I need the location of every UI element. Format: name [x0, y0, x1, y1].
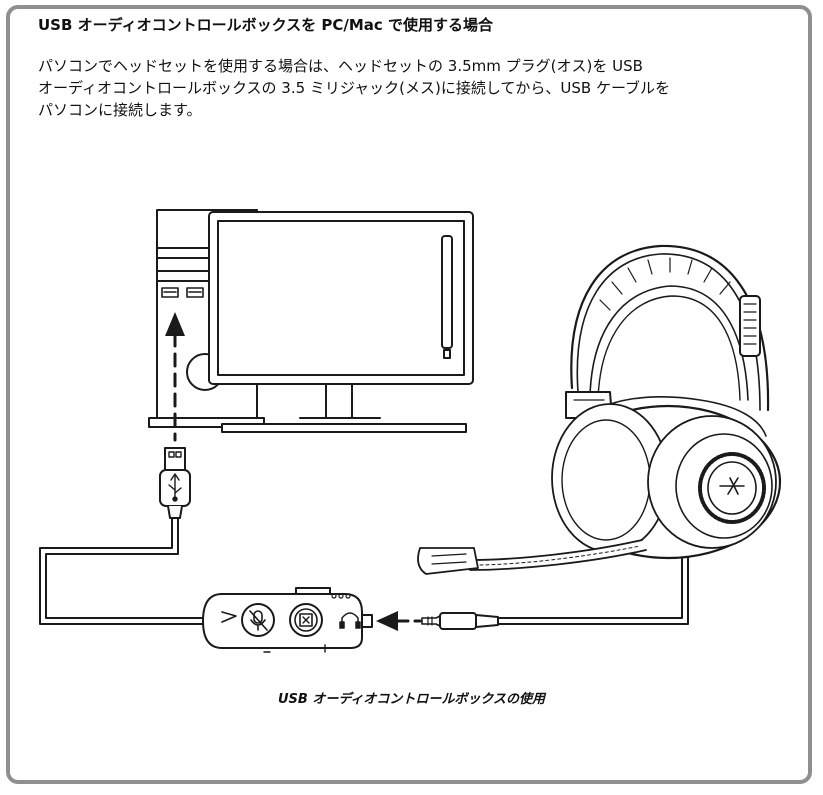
mode-button: [289, 603, 323, 637]
usb-plug: [159, 447, 191, 519]
status-leds: [331, 593, 351, 599]
brand-logo-icon: [221, 611, 237, 623]
instruction-line-3: パソコンに接続します。: [38, 101, 202, 119]
page-title: USB オーディオコントロールボックスを PC/Mac で使用する場合: [38, 16, 494, 34]
audio-plug: [421, 612, 499, 630]
usb-cable: [39, 517, 213, 625]
pc-usb-ports: [161, 287, 204, 298]
page-frame: [6, 5, 812, 784]
mic-capsule: [417, 547, 479, 575]
usb-audio-control-box: [202, 587, 373, 653]
jack-connect-arrow: [376, 611, 422, 631]
volume-rocker: [261, 644, 331, 653]
mic-mute-icon: [249, 610, 268, 631]
instruction-line-1: パソコンでヘッドセットを使用する場合は、ヘッドセットの 3.5mm プラグ(オス…: [38, 57, 643, 75]
instruction-text: パソコンでヘッドセットを使用する場合は、ヘッドセットの 3.5mm プラグ(オス…: [38, 55, 798, 121]
usb-connect-arrow: [165, 312, 185, 442]
headphone-jack-icon: [339, 612, 361, 629]
instruction-line-2: オーディオコントロールボックスの 3.5 ミリジャック(メス)に接続してから、U…: [38, 79, 671, 97]
monitor: [208, 211, 474, 433]
usb-icon: [168, 473, 182, 502]
headset-cable: [497, 544, 689, 625]
mic-mute-button: [241, 603, 275, 637]
mic-boom: [469, 539, 647, 571]
headset-logo-icon: [719, 477, 745, 495]
headset: [417, 244, 782, 575]
figure-caption: USB オーディオコントロールボックスの使用: [277, 692, 546, 707]
